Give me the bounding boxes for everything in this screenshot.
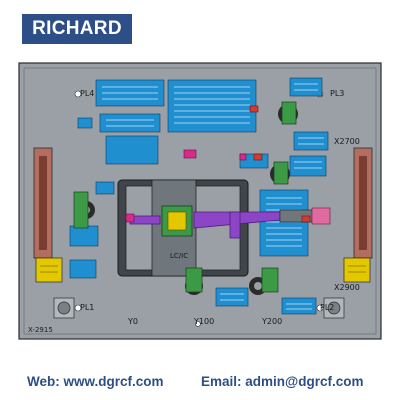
info-tag	[293, 131, 329, 151]
green-clamp	[281, 101, 297, 125]
info-tag	[259, 189, 309, 257]
label-pl3: PL3	[330, 89, 344, 98]
web-link[interactable]: www.dgrcf.com	[63, 374, 164, 389]
locator-plate	[343, 257, 371, 283]
email-contact: Email: admin@dgrcf.com	[201, 374, 363, 389]
pin-marker	[239, 153, 247, 161]
central-fixture	[117, 179, 249, 277]
locator-plate	[35, 257, 63, 283]
label-lc-ic: LC/IC	[170, 252, 188, 260]
info-tag	[69, 259, 97, 279]
hole	[316, 304, 324, 312]
hole	[74, 90, 82, 98]
info-tag	[167, 79, 257, 133]
stopper	[301, 215, 311, 223]
info-tag	[69, 225, 99, 247]
stoppers	[249, 105, 311, 223]
web-label: Web:	[27, 374, 60, 389]
email-label: Email:	[201, 374, 242, 389]
fixture-drawing: PL4 PL3 PL1 PL2 X2700 X2900 X-2915 Y0 Y1…	[18, 62, 382, 340]
green-clamp	[73, 191, 89, 229]
info-tag	[289, 155, 327, 177]
hole	[195, 321, 201, 327]
left-rail	[33, 147, 53, 259]
yellow-plates	[35, 257, 371, 283]
reference-labels: PL4 PL3 PL1 PL2 X2700 X2900 X-2915 Y0 Y1…	[28, 89, 360, 334]
tag-lines	[102, 83, 324, 310]
stopper	[253, 153, 263, 161]
info-tag	[105, 135, 159, 165]
label-y100: Y100	[193, 317, 214, 326]
workpiece-locator	[167, 211, 187, 231]
info-tag	[77, 117, 93, 129]
label-pl1: PL1	[80, 303, 94, 312]
base-plate-border	[23, 67, 377, 335]
fixture-svg: PL4 PL3 PL1 PL2 X2700 X2900 X-2915 Y0 Y1…	[18, 62, 382, 340]
web-contact: Web: www.dgrcf.com	[27, 374, 164, 389]
label-y0: Y0	[127, 317, 138, 326]
label-pl4: PL4	[80, 89, 94, 98]
contact-footer: Web: www.dgrcf.com Email: admin@dgrcf.co…	[0, 372, 400, 394]
stopper	[249, 105, 259, 113]
info-tag	[215, 287, 249, 307]
green-clamp	[185, 267, 203, 293]
label-x2700: X2700	[334, 137, 360, 146]
cylinders	[53, 297, 345, 319]
label-y200: Y200	[261, 317, 282, 326]
pin-marker	[183, 149, 197, 159]
info-tag	[281, 297, 317, 315]
right-rail	[353, 147, 373, 259]
pin-marker	[125, 213, 135, 223]
green-clamp	[261, 267, 279, 293]
info-tag	[99, 113, 161, 133]
brand-name: RICHARD	[32, 18, 122, 39]
info-tag	[289, 77, 323, 97]
info-tag	[95, 181, 115, 195]
pin-markers	[125, 149, 247, 223]
green-clamp	[273, 161, 289, 185]
label-x2915: X-2915	[28, 326, 53, 334]
label-pl2: PL2	[320, 303, 334, 312]
email-link[interactable]: admin@dgrcf.com	[245, 374, 364, 389]
label-x2900: X2900	[334, 283, 360, 292]
brand-logo: RICHARD	[22, 14, 132, 44]
clamp-arm	[129, 207, 331, 239]
green-clamps	[73, 101, 297, 293]
hole	[74, 304, 82, 312]
